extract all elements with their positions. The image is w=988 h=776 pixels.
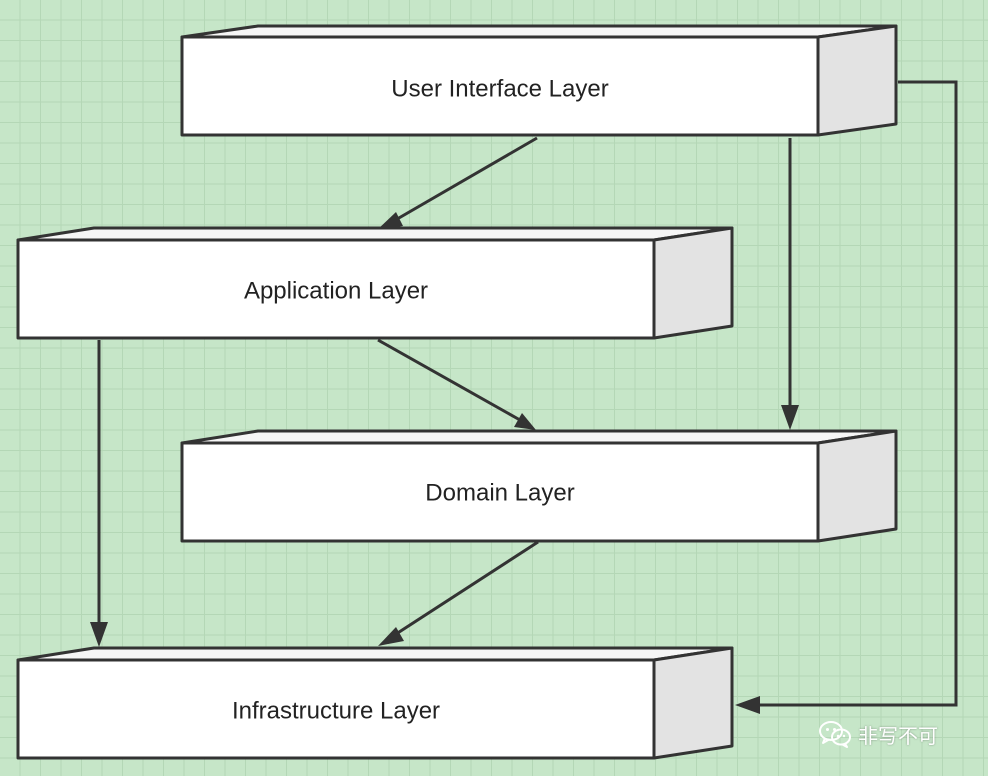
- infrastructure-layer-box: Infrastructure Layer: [16, 646, 734, 760]
- user-interface-layer-label: User Interface Layer: [391, 75, 608, 102]
- watermark-text: 非写不可: [858, 723, 938, 748]
- arrow-application-to-infrastructure: [90, 340, 108, 647]
- application-layer-label: Application Layer: [244, 277, 428, 304]
- arrow-ui-to-infrastructure: [735, 80, 958, 714]
- arrow-application-to-domain: [377, 338, 536, 430]
- user-interface-layer-box: User Interface Layer: [180, 24, 898, 137]
- application-layer-box: Application Layer: [16, 226, 734, 340]
- arrow-domain-to-infrastructure: [378, 540, 539, 646]
- arrow-ui-to-domain: [781, 138, 799, 430]
- wechat-icon: [819, 721, 851, 748]
- watermark: 非写不可: [818, 720, 938, 748]
- infrastructure-layer-label: Infrastructure Layer: [232, 697, 440, 724]
- arrow-ui-to-application: [377, 136, 538, 230]
- domain-layer-box: Domain Layer: [180, 429, 898, 543]
- domain-layer-label: Domain Layer: [425, 479, 574, 506]
